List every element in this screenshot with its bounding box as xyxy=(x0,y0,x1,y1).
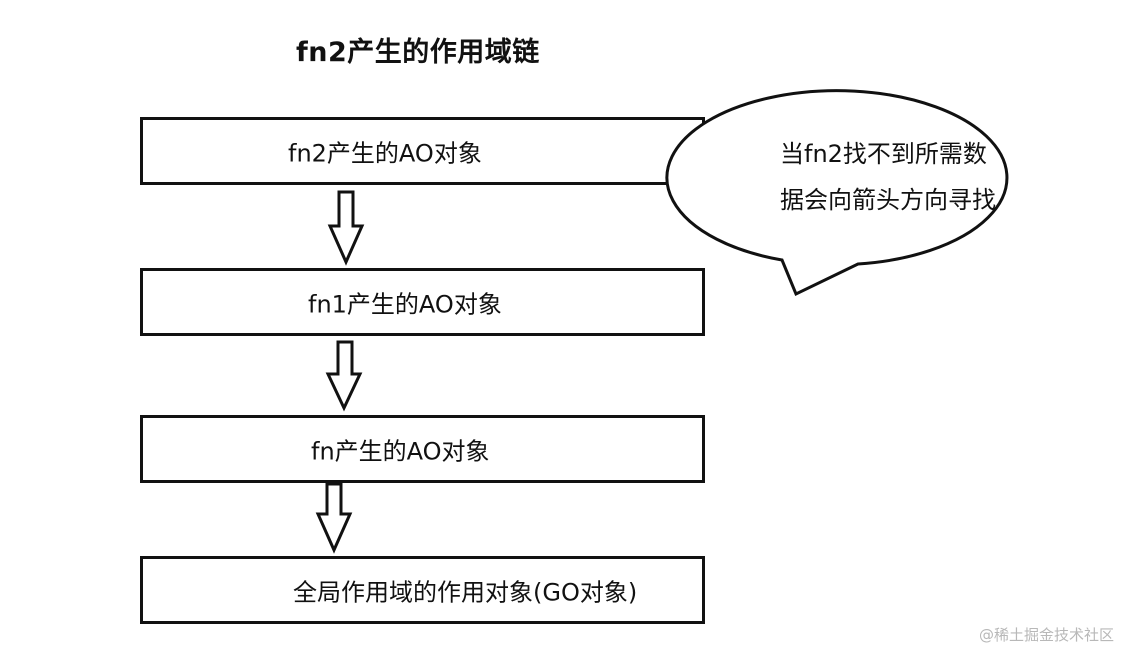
chain-box-label: fn2产生的AO对象 xyxy=(288,139,482,168)
chain-box-label: fn1产生的AO对象 xyxy=(308,290,502,319)
callout-line-1: 当fn2找不到所需数 xyxy=(780,140,987,168)
watermark: @稀土掘金技术社区 xyxy=(978,626,1114,644)
chain-box-fn-ao: fn产生的AO对象 xyxy=(140,415,705,483)
callout-line-2: 据会向箭头方向寻找 xyxy=(780,186,996,214)
down-arrow-icon xyxy=(325,340,363,412)
diagram-title: fn2产生的作用域链 xyxy=(296,37,540,68)
down-arrow-icon xyxy=(315,482,353,554)
chain-box-fn1-ao: fn1产生的AO对象 xyxy=(140,268,705,336)
speech-bubble xyxy=(665,89,1009,297)
down-arrow-icon xyxy=(327,190,365,266)
chain-box-label: 全局作用域的作用对象(GO对象) xyxy=(293,578,638,607)
chain-box-global-go: 全局作用域的作用对象(GO对象) xyxy=(140,556,705,624)
chain-box-label: fn产生的AO对象 xyxy=(311,437,490,466)
chain-box-fn2-ao: fn2产生的AO对象 xyxy=(140,117,705,185)
